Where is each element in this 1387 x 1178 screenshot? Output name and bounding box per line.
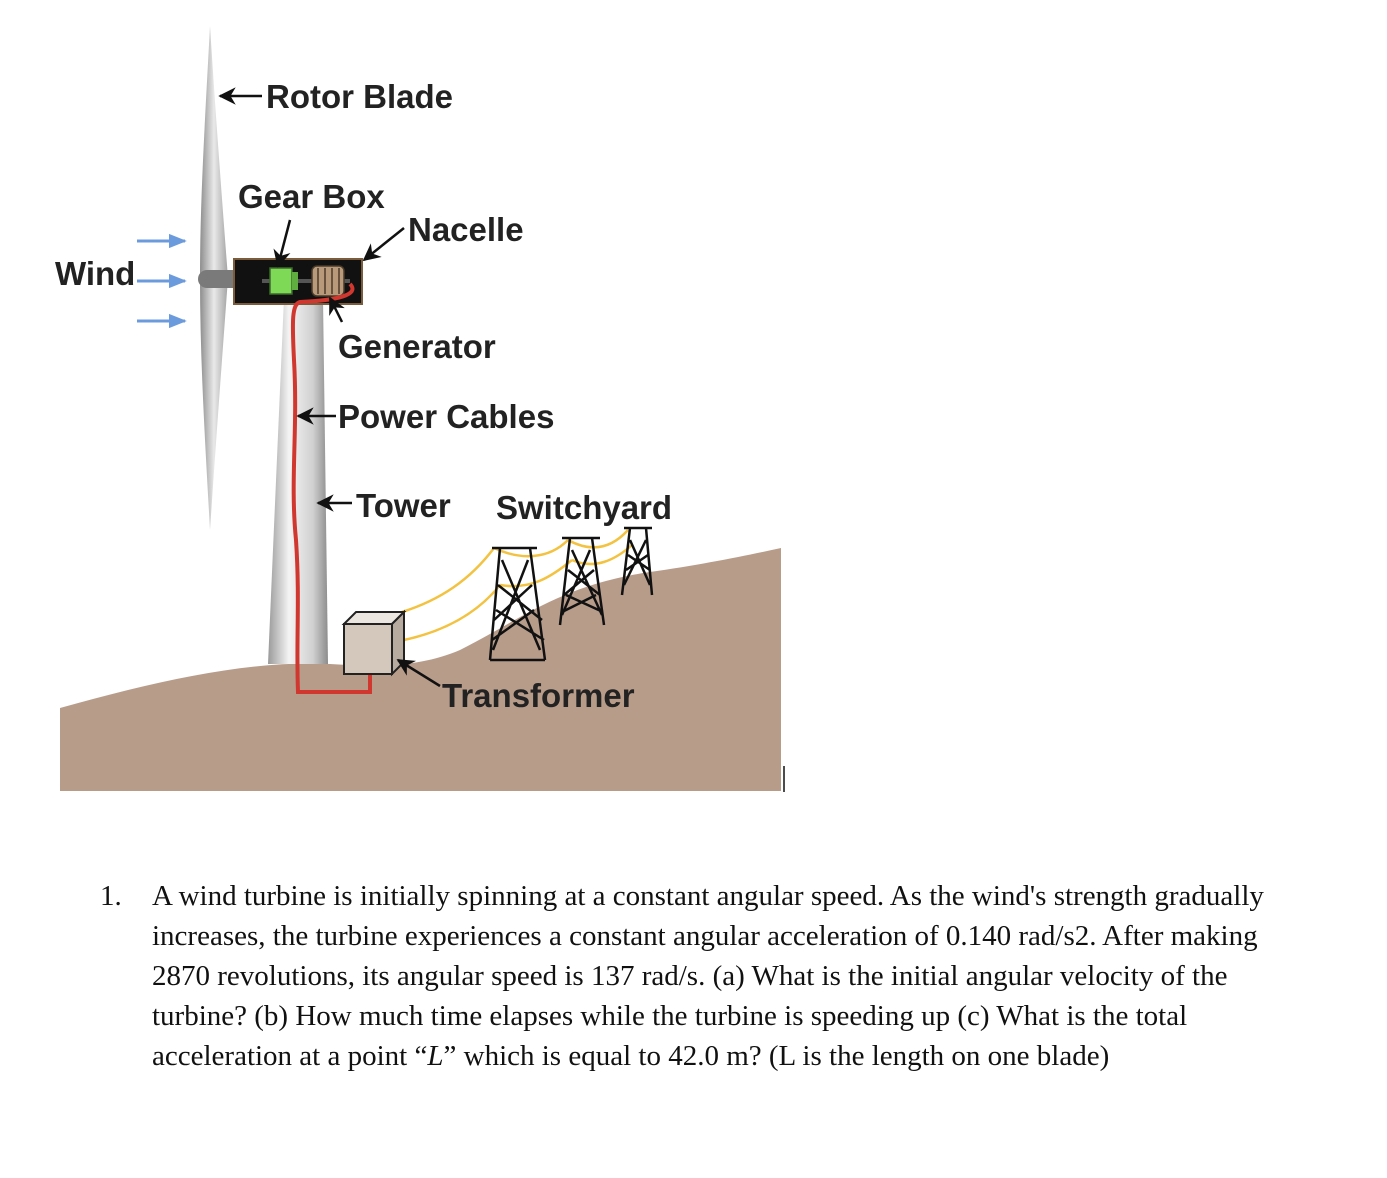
problem-variable: L: [427, 1040, 444, 1072]
generator: [311, 265, 345, 297]
label-generator: Generator: [338, 328, 496, 365]
wind-turbine-diagram: Rotor Blade Gear Box Nacelle Wind Genera…: [55, 26, 785, 792]
wind-arrows: [137, 233, 187, 329]
problem-statement: 1. A wind turbine is initially spinning …: [100, 876, 1300, 1076]
problem-text-part-1: A wind turbine is initially spinning at …: [152, 880, 1264, 1072]
generator-callout-arrow: [328, 296, 345, 323]
tower: [268, 298, 328, 664]
label-switchyard: Switchyard: [496, 489, 672, 526]
rotor-hub: [198, 270, 242, 288]
nacelle-callout-arrow: [362, 227, 405, 262]
pylon: [558, 536, 606, 626]
label-nacelle: Nacelle: [408, 211, 524, 248]
problem-text-part-2: ” which is equal to 42.0 m? (L is the le…: [443, 1040, 1110, 1072]
label-tower: Tower: [356, 487, 451, 524]
label-transformer: Transformer: [442, 677, 635, 714]
gear-box-callout-arrow: [273, 219, 292, 268]
label-rotor-blade: Rotor Blade: [266, 78, 453, 115]
transformer: [341, 609, 407, 677]
label-power-cables: Power Cables: [338, 398, 554, 435]
problem-text: A wind turbine is initially spinning at …: [152, 876, 1300, 1076]
label-wind: Wind: [55, 255, 135, 292]
gear-box: [269, 267, 293, 295]
transformer-callout-arrow: [396, 658, 441, 688]
ground: [60, 548, 781, 791]
label-gear-box: Gear Box: [238, 178, 385, 215]
problem-number: 1.: [100, 880, 122, 912]
pylon: [620, 526, 654, 596]
pylon: [488, 546, 547, 662]
power-cable: [290, 282, 372, 694]
